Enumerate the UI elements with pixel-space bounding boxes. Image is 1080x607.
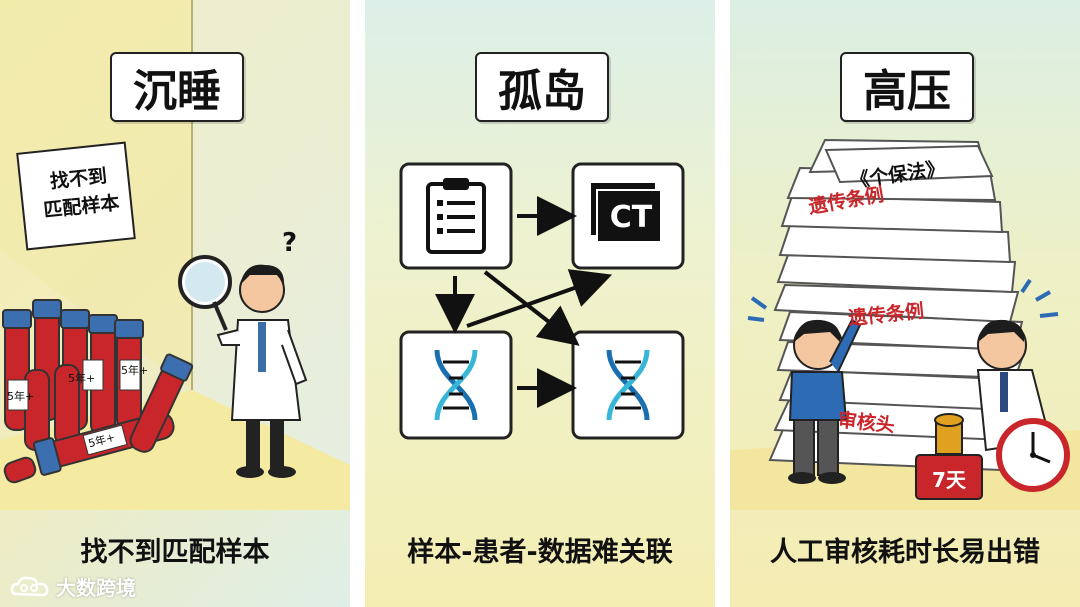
ct-label: CT: [609, 200, 653, 235]
scientist-figure: [178, 255, 308, 478]
dna-icon: [434, 349, 478, 421]
question-mark: ?: [282, 228, 298, 258]
island-diagram: [399, 162, 685, 440]
pressure-illustration: [730, 138, 1080, 510]
panel-caption: 样本-患者-数据难关联: [407, 537, 673, 568]
stamp-icon: [915, 413, 983, 500]
dna-icon: [606, 349, 650, 421]
sign-text: 找不到 匹配样本: [27, 160, 132, 226]
doc-label-review: 审核头: [836, 409, 896, 437]
panel-caption: 人工审核耗时长易出错: [770, 537, 1040, 568]
sign-board: [16, 141, 136, 251]
watermark-text: 大数跨境: [56, 576, 136, 600]
panel-dormant: 沉睡 找不到 匹配样本 ? 5年+ 5年+ 5年+ 5年+ 找不到匹配样本: [0, 0, 350, 607]
panel-island: 孤岛 CT 样本-患者-数据难关联: [365, 0, 715, 607]
relation-arrows: [435, 196, 613, 408]
worker-figure: [788, 318, 862, 484]
panel-title: 孤岛: [475, 52, 609, 122]
cloud-logo-icon: [10, 576, 49, 596]
watermark: 大数跨境: [10, 572, 136, 601]
tube-label: 5年+: [121, 364, 149, 377]
test-tubes: [2, 299, 194, 484]
panel-title: 高压: [840, 52, 974, 122]
tube-label: 5年+: [68, 372, 96, 385]
stamp-label: 7天: [932, 468, 966, 492]
panel-title: 沉睡: [110, 52, 244, 122]
clipboard-icon: [426, 178, 486, 254]
panel-pressure: 高压 《个保法》 遗传条例 遗传条例 审核头 7天 人工审核耗时长易出错: [730, 0, 1080, 607]
tube-label: 5年+: [7, 390, 35, 403]
ct-scan-icon: [591, 183, 662, 243]
panel-caption: 找不到匹配样本: [80, 537, 270, 568]
stress-marks: [747, 278, 1059, 322]
clock-icon: [996, 418, 1070, 492]
